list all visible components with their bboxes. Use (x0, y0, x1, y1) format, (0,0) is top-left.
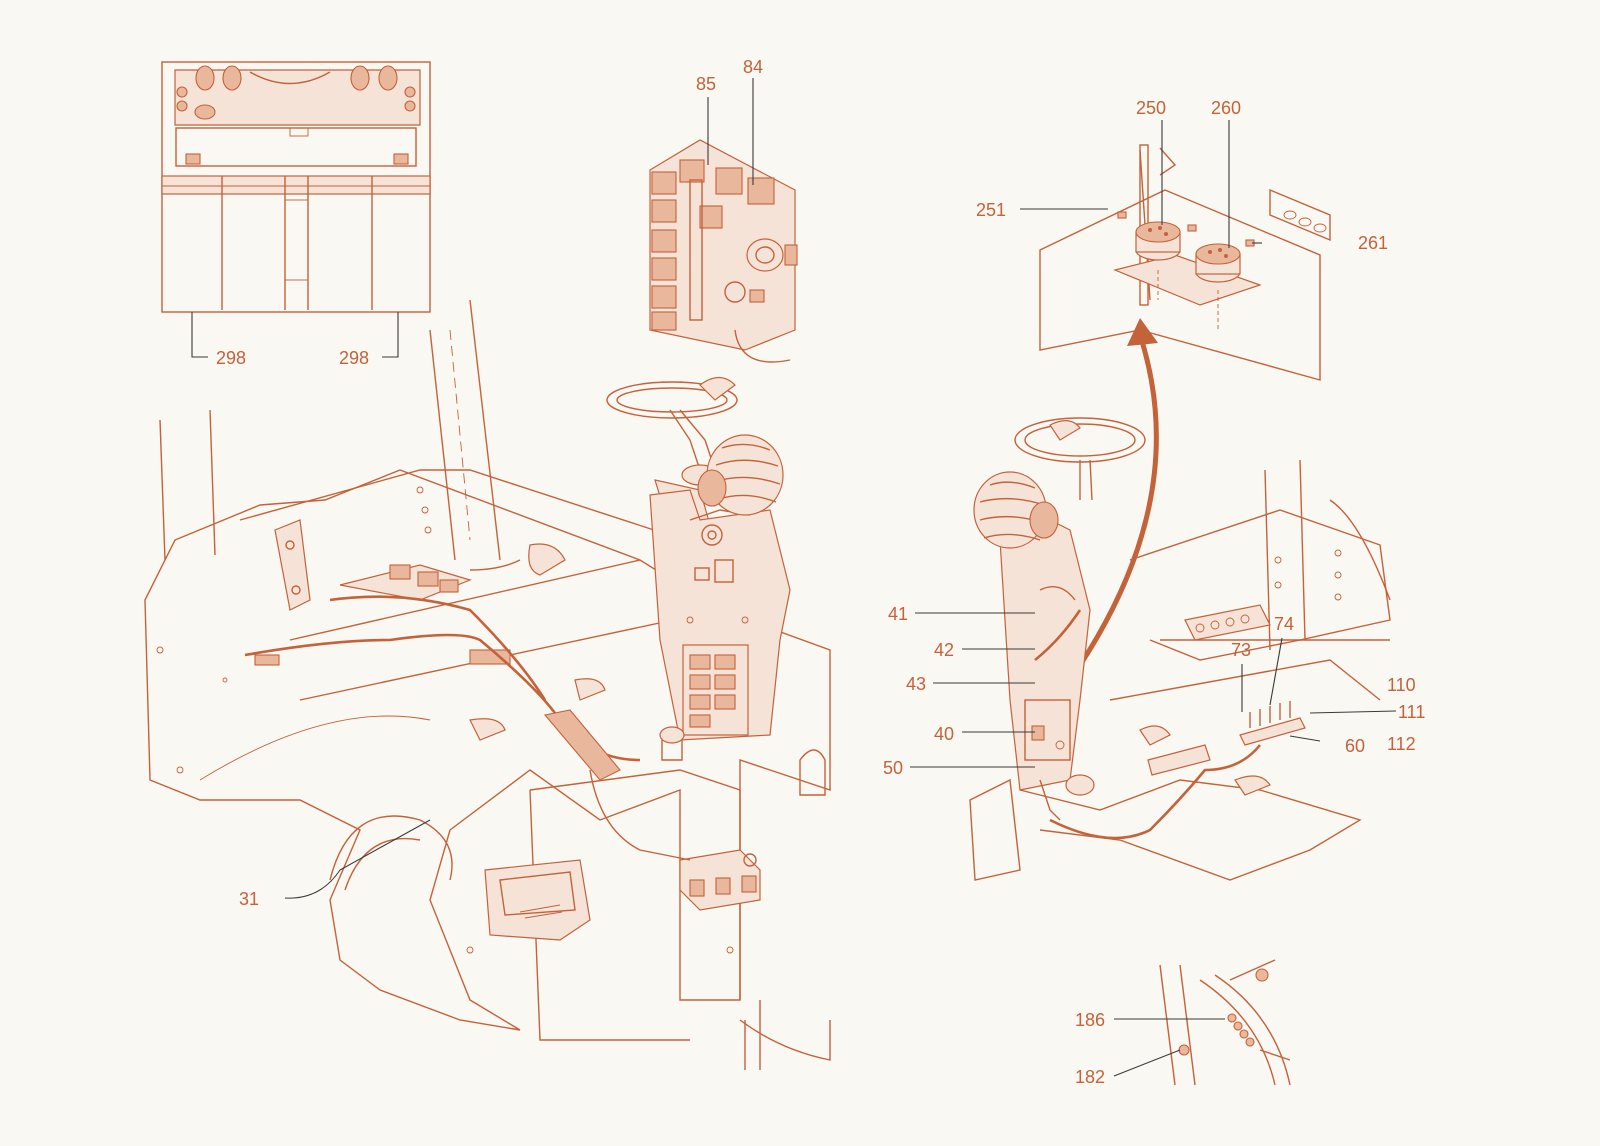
callout-260: 260 (1211, 98, 1241, 118)
callout-110: 110 (1387, 675, 1416, 695)
callout-298-right: 298 (339, 348, 369, 368)
leader-lines (191, 78, 1397, 1077)
callout-41: 41 (888, 604, 908, 624)
callout-42: 42 (934, 640, 954, 660)
callout-40: 40 (934, 724, 954, 744)
callout-298-left: 298 (216, 348, 246, 368)
callout-43: 43 (906, 674, 926, 694)
callout-31: 31 (239, 889, 259, 909)
callout-50: 50 (883, 758, 903, 778)
callout-261: 261 (1358, 233, 1388, 253)
right-chassis-assembly (969, 417, 1391, 881)
callout-labels: 298 298 85 84 250 260 251 261 41 42 43 4… (216, 57, 1425, 1087)
battery-compartment-inset (161, 61, 431, 313)
relay-board-inset (649, 139, 798, 363)
callout-186: 186 (1075, 1010, 1105, 1030)
callout-73: 73 (1231, 640, 1251, 660)
callout-74: 74 (1274, 614, 1294, 634)
callout-251: 251 (976, 200, 1006, 220)
main-chassis-assembly (144, 299, 831, 1070)
callout-111: 111 (1398, 702, 1425, 722)
callout-60: 60 (1345, 736, 1365, 756)
callout-85: 85 (696, 74, 716, 94)
callout-84: 84 (743, 57, 763, 77)
callout-250: 250 (1136, 98, 1166, 118)
callout-112: 112 (1387, 734, 1416, 754)
connector-inset (1039, 144, 1331, 381)
callout-182: 182 (1075, 1067, 1105, 1087)
bolt-detail-inset (1159, 959, 1291, 1086)
